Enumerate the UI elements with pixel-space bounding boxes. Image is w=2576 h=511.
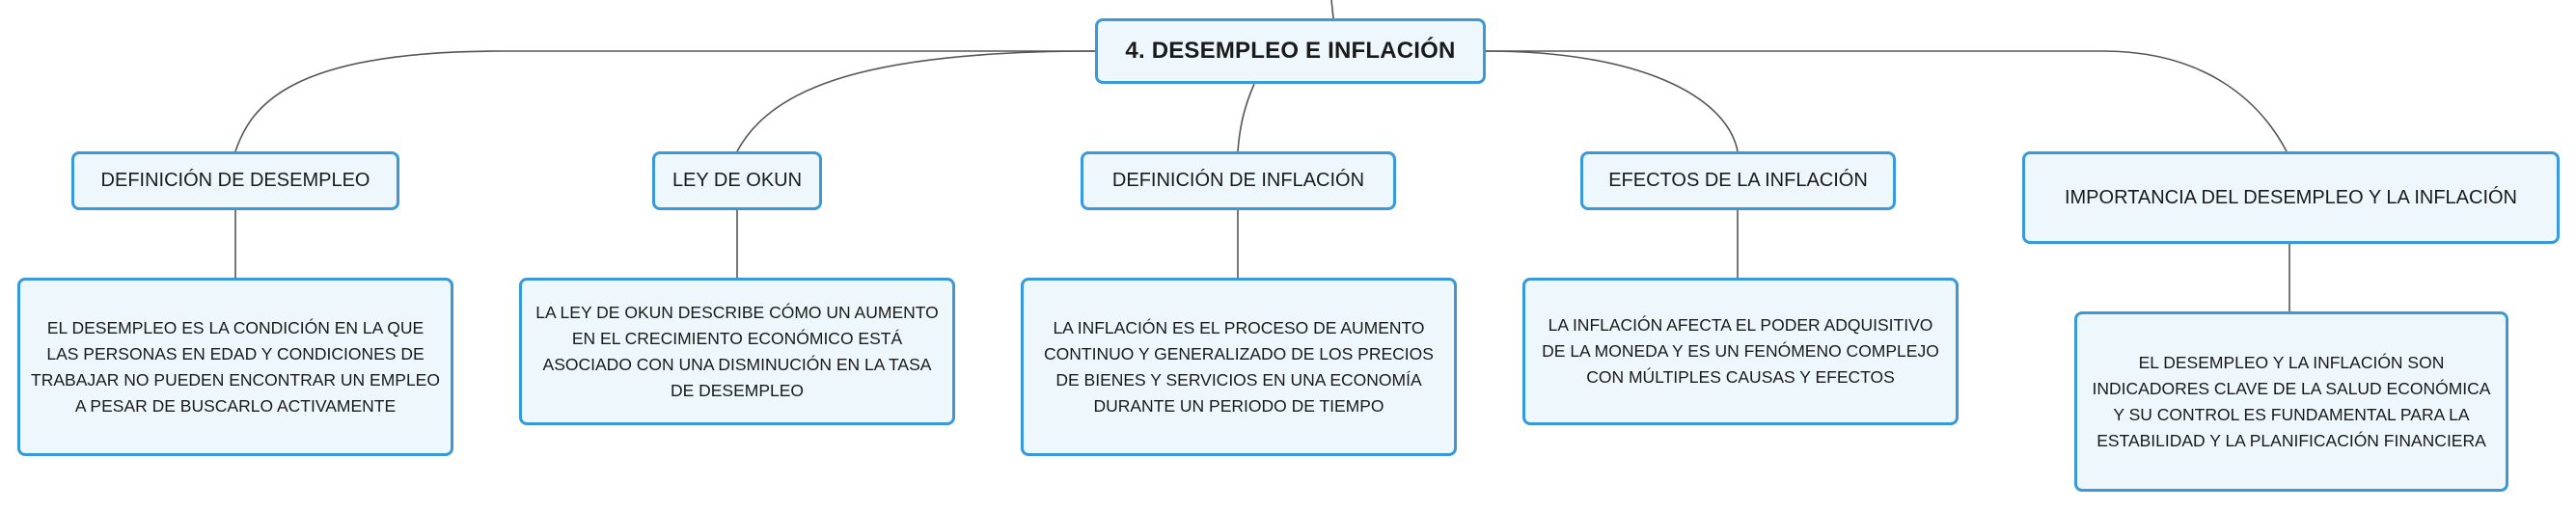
topic-label: DEFINICIÓN DE DESEMPLEO (100, 170, 370, 191)
subtopic-ley-okun[interactable]: LA LEY DE OKUN DESCRIBE CÓMO UN AUMENTO … (519, 278, 955, 425)
subtopic-importancia[interactable]: EL DESEMPLEO Y LA INFLACIÓN SON INDICADO… (2074, 311, 2508, 492)
subtopic-text: LA INFLACIÓN AFECTA EL PODER ADQUISITIVO… (1542, 315, 1939, 387)
parent-connector (1330, 0, 1334, 19)
connector-root-topic-5 (1486, 50, 2288, 152)
subtopic-text: LA INFLACIÓN ES EL PROCESO DE AUMENTO CO… (1044, 317, 1434, 416)
subtopic-definicion-inflacion[interactable]: LA INFLACIÓN ES EL PROCESO DE AUMENTO CO… (1021, 278, 1457, 456)
topic-definicion-desempleo[interactable]: DEFINICIÓN DE DESEMPLEO (71, 151, 399, 210)
subtopic-efectos-inflacion[interactable]: LA INFLACIÓN AFECTA EL PODER ADQUISITIVO… (1522, 278, 1959, 425)
topic-importancia[interactable]: IMPORTANCIA DEL DESEMPLEO Y LA INFLACIÓN (2022, 151, 2560, 244)
topic-definicion-inflacion[interactable]: DEFINICIÓN DE INFLACIÓN (1081, 151, 1396, 210)
connector-root-topic-2 (736, 50, 1096, 152)
subtopic-text: LA LEY DE OKUN DESCRIBE CÓMO UN AUMENTO … (535, 302, 939, 400)
subtopic-text: EL DESEMPLEO ES LA CONDICIÓN EN LA QUE L… (31, 317, 440, 416)
connector-root-topic-3 (1237, 83, 1255, 152)
connector-root-topic-1 (234, 50, 1095, 152)
central-topic[interactable]: 4. DESEMPLEO E INFLACIÓN (1095, 18, 1486, 84)
topic-label: IMPORTANCIA DEL DESEMPLEO Y LA INFLACIÓN (2064, 186, 2518, 208)
subtopic-definicion-desempleo[interactable]: EL DESEMPLEO ES LA CONDICIÓN EN LA QUE L… (17, 278, 453, 456)
topic-ley-okun[interactable]: LEY DE OKUN (652, 151, 822, 210)
topic-label: EFECTOS DE LA INFLACIÓN (1608, 170, 1868, 191)
connector-root-topic-4 (1485, 50, 1739, 152)
topic-label: DEFINICIÓN DE INFLACIÓN (1111, 170, 1365, 191)
central-topic-label: 4. DESEMPLEO E INFLACIÓN (1125, 38, 1456, 64)
subtopic-text: EL DESEMPLEO Y LA INFLACIÓN SON INDICADO… (2092, 352, 2491, 450)
topic-efectos-inflacion[interactable]: EFECTOS DE LA INFLACIÓN (1580, 151, 1896, 210)
topic-label: LEY DE OKUN (671, 170, 803, 191)
